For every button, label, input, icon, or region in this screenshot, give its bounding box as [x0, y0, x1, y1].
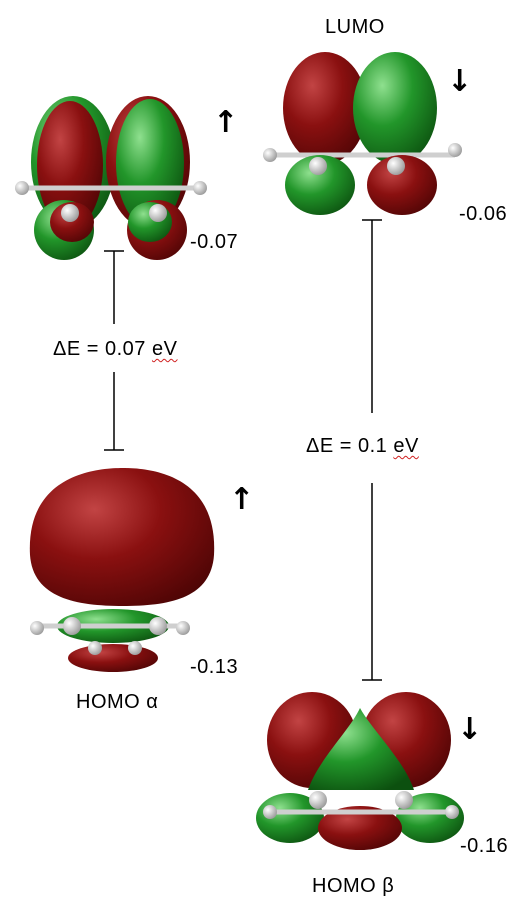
homo-alpha-label: HOMO α [76, 691, 159, 713]
gap-label-alpha: ΔE = 0.07 eV [53, 339, 177, 359]
gap-beta-value: ΔE = 0.1 [306, 435, 394, 457]
homo-beta-label: HOMO β [312, 875, 395, 897]
orbital-lumo-beta [263, 52, 462, 215]
energy-homo-alpha: -0.13 [190, 656, 239, 678]
orbital-lumo-alpha [15, 96, 207, 260]
spin-up-arrow-homo-alpha: ↑ [229, 482, 255, 517]
energy-lumo-beta: -0.06 [459, 203, 508, 225]
energy-lumo-alpha: -0.07 [190, 231, 239, 253]
spin-down-arrow-homo-beta: ↓ [457, 712, 483, 747]
lumo-label: LUMO [325, 16, 385, 38]
gap-label-beta: ΔE = 0.1 eV [306, 436, 419, 456]
gap-alpha-value: ΔE = 0.07 [53, 338, 152, 360]
gap-beta-unit: eV [393, 435, 419, 457]
orbital-homo-alpha [29, 468, 215, 672]
orbital-homo-beta [256, 692, 464, 850]
gap-alpha-unit: eV [151, 338, 178, 360]
spin-down-arrow-lumo-beta: ↓ [447, 64, 473, 99]
gap-bracket-beta [362, 219, 382, 681]
gap-bracket-alpha [104, 250, 124, 451]
energy-homo-beta: -0.16 [460, 835, 509, 857]
spin-up-arrow-lumo-alpha: ↑ [213, 105, 239, 140]
